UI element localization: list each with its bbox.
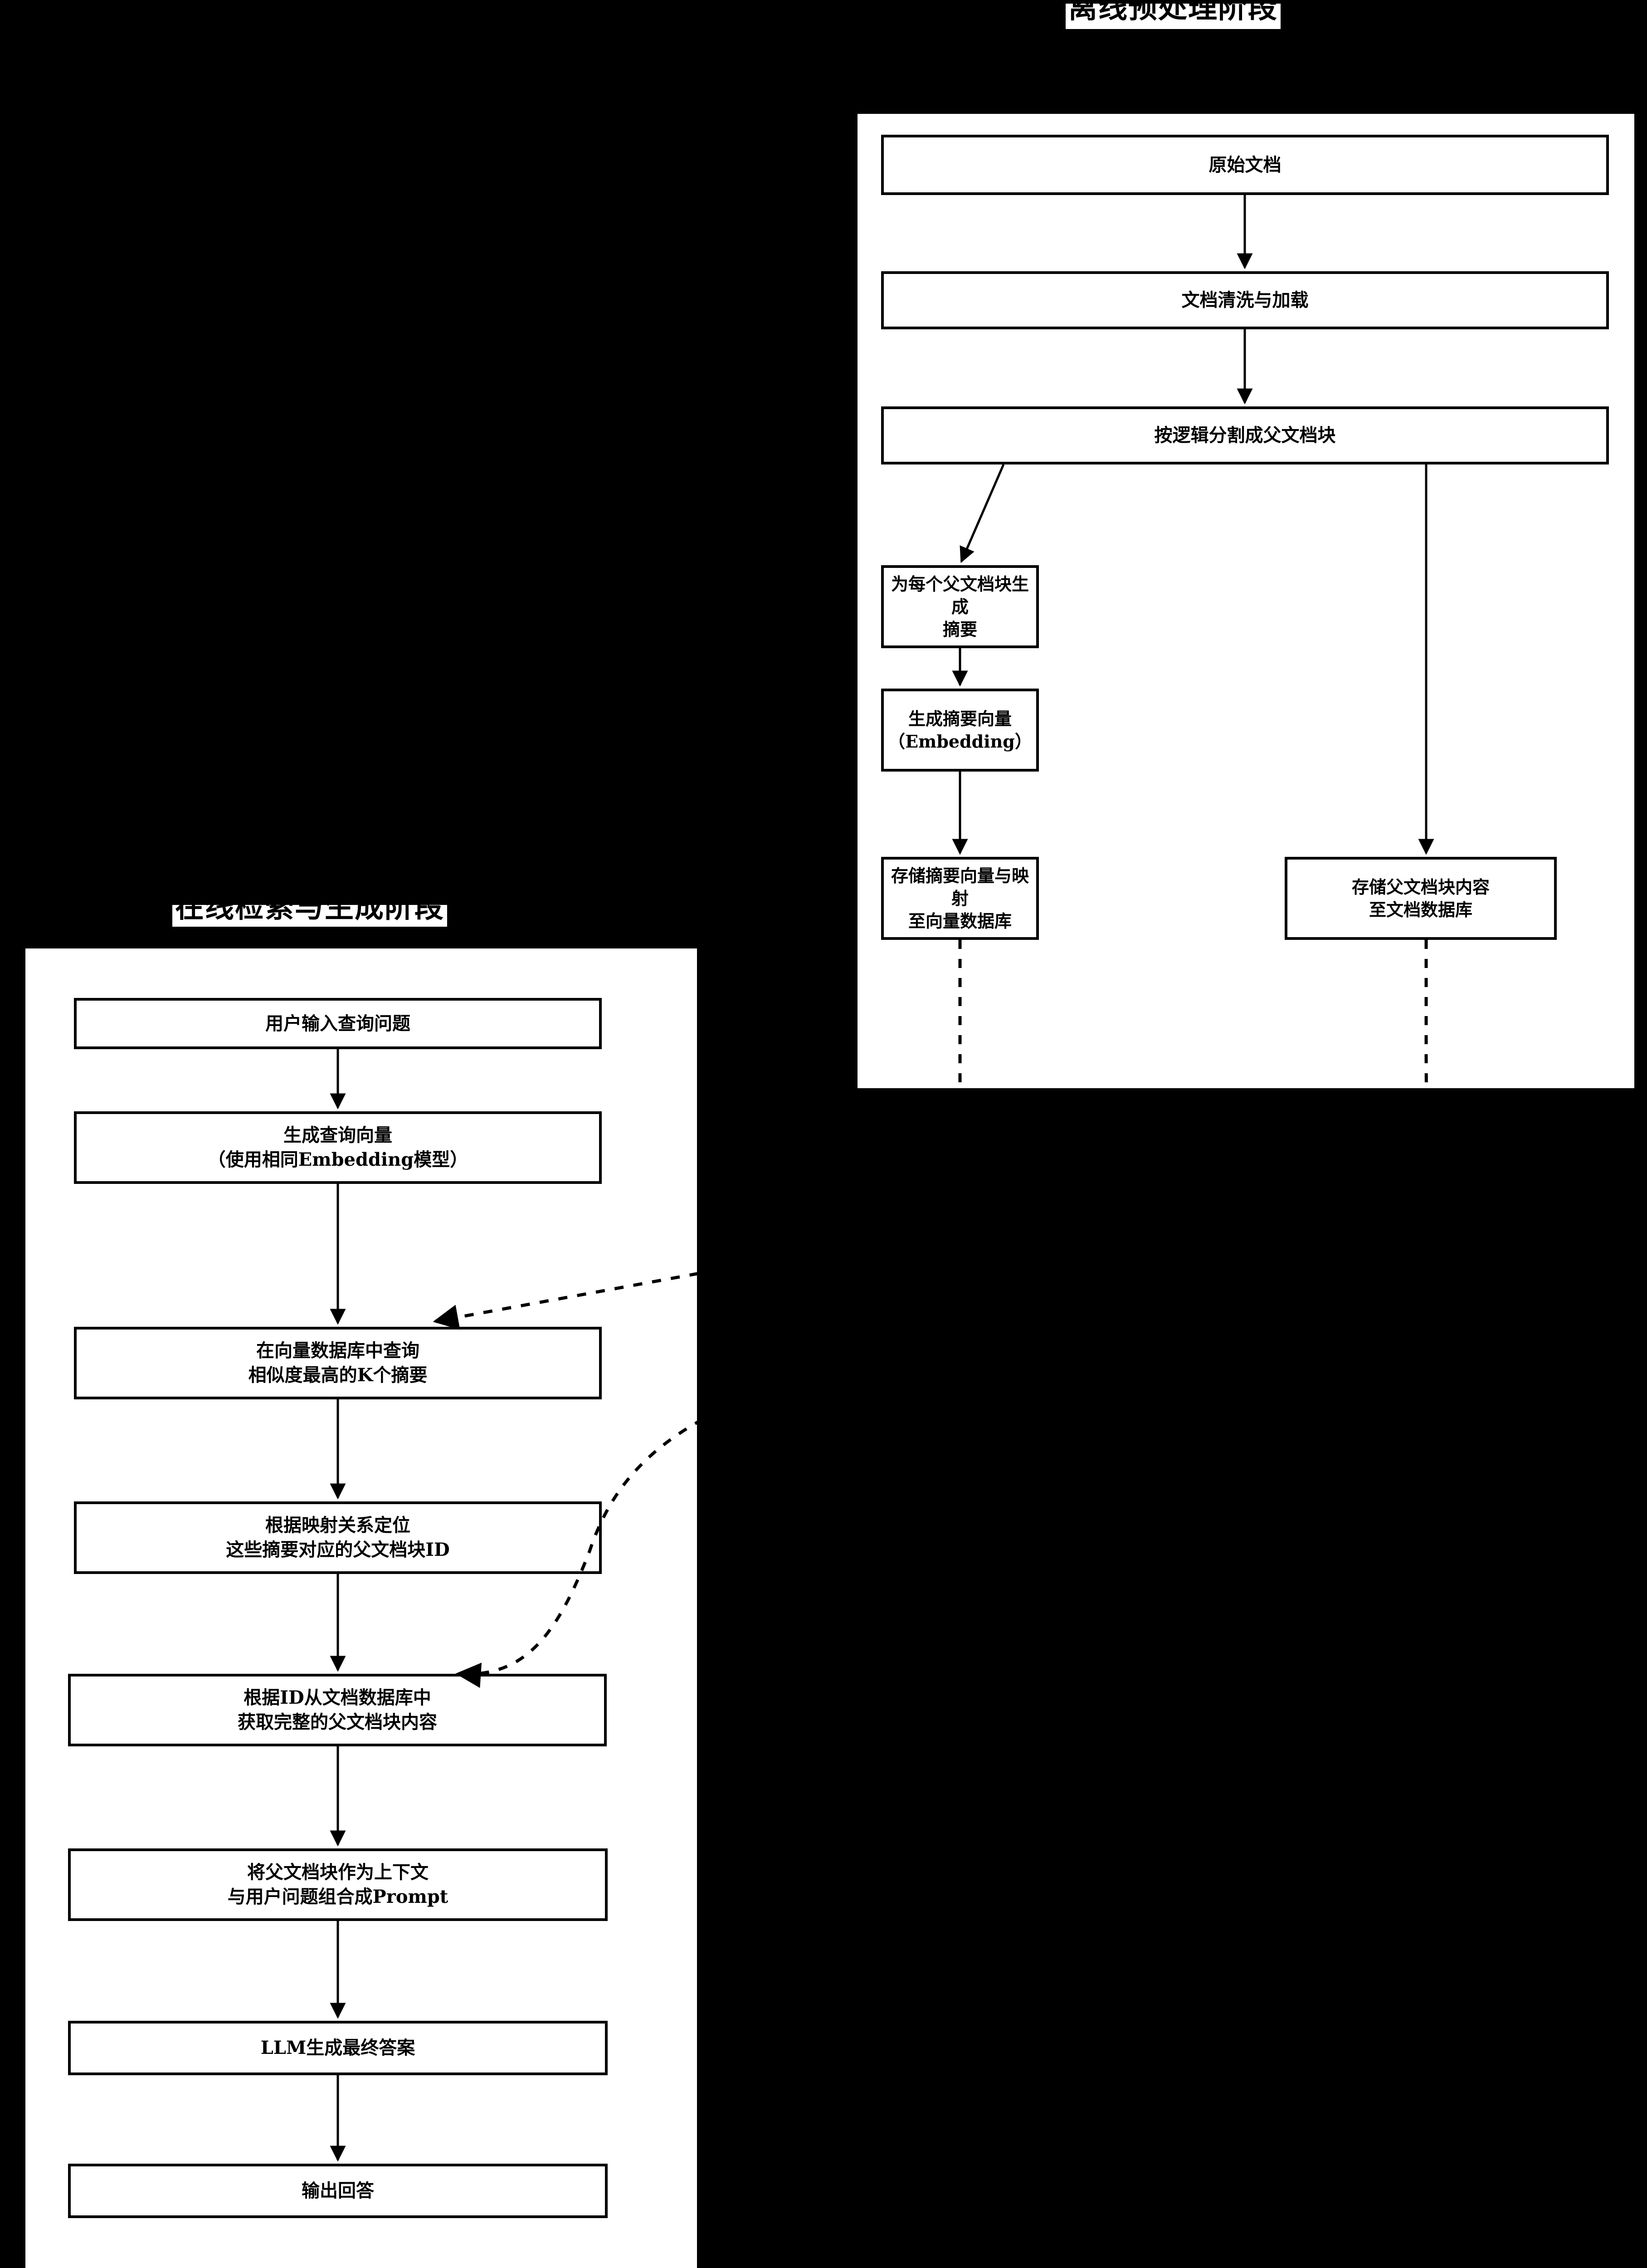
node-summarize-parent: 为每个父文档块生成 摘要 bbox=[881, 565, 1039, 648]
node-embed-summary: 生成摘要向量 （Embedding） bbox=[881, 689, 1039, 772]
node-build-prompt: 将父文档块作为上下文 与用户问题组合成Prompt bbox=[68, 1848, 608, 1921]
node-output-answer: 输出回答 bbox=[68, 2164, 608, 2218]
node-clean-load: 文档清洗与加载 bbox=[881, 271, 1609, 329]
node-store-doc-db: 存储父文档块内容 至文档数据库 bbox=[1285, 857, 1557, 940]
panel-offline-title-text: 离线预处理阶段 bbox=[1068, 4, 1278, 25]
node-llm-answer: LLM生成最终答案 bbox=[68, 2021, 608, 2075]
node-fetch-parent: 根据ID从文档数据库中 获取完整的父文档块内容 bbox=[68, 1674, 607, 1746]
node-vector-search: 在向量数据库中查询 相似度最高的K个摘要 bbox=[74, 1327, 602, 1399]
panel-online-title: 在线检索与生成阶段 bbox=[172, 905, 447, 927]
node-user-query: 用户输入查询问题 bbox=[74, 998, 602, 1049]
node-map-parent-id: 根据映射关系定位 这些摘要对应的父文档块ID bbox=[74, 1501, 602, 1574]
node-raw-doc: 原始文档 bbox=[881, 135, 1609, 195]
node-query-embed: 生成查询向量 （使用相同Embedding模型） bbox=[74, 1111, 602, 1184]
node-store-vector-db: 存储摘要向量与映射 至向量数据库 bbox=[881, 857, 1039, 940]
panel-online-title-text: 在线检索与生成阶段 bbox=[175, 905, 444, 924]
node-split-parent: 按逻辑分割成父文档块 bbox=[881, 406, 1609, 464]
panel-offline-title: 离线预处理阶段 bbox=[1066, 4, 1281, 29]
